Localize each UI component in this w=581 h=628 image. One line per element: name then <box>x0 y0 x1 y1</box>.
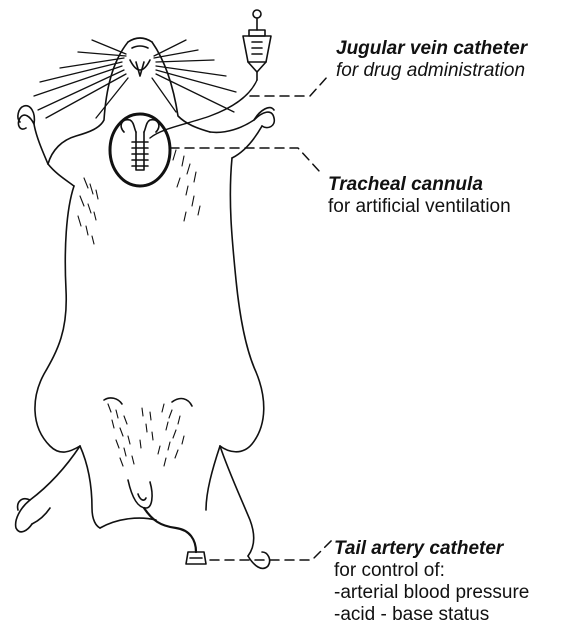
tail-artery-title: Tail artery catheter <box>334 538 529 560</box>
body-outline <box>16 38 275 568</box>
jugular-vein-label: Jugular vein catheter for drug administr… <box>336 38 527 82</box>
tail-artery-catheter <box>144 508 206 564</box>
whiskers <box>34 40 236 118</box>
tracheal-cannula-label: Tracheal cannula for artificial ventilat… <box>328 174 511 218</box>
tail-artery-line-2: -arterial blood pressure <box>334 582 529 604</box>
tail-artery-label: Tail artery catheter for control of: -ar… <box>334 538 529 626</box>
tracheal-cannula-title: Tracheal cannula <box>328 174 511 196</box>
tracheal-cannula-icon <box>110 114 170 186</box>
leader-lines <box>170 76 334 560</box>
syringe-icon <box>243 10 271 80</box>
fur-strokes <box>78 150 200 466</box>
tail-artery-line-3: -acid - base status <box>334 604 529 626</box>
tracheal-cannula-subtitle: for artificial ventilation <box>328 196 511 218</box>
jugular-vein-subtitle: for drug administration <box>336 60 527 82</box>
jugular-vein-title: Jugular vein catheter <box>336 38 527 60</box>
tail-artery-line-1: for control of: <box>334 560 529 582</box>
